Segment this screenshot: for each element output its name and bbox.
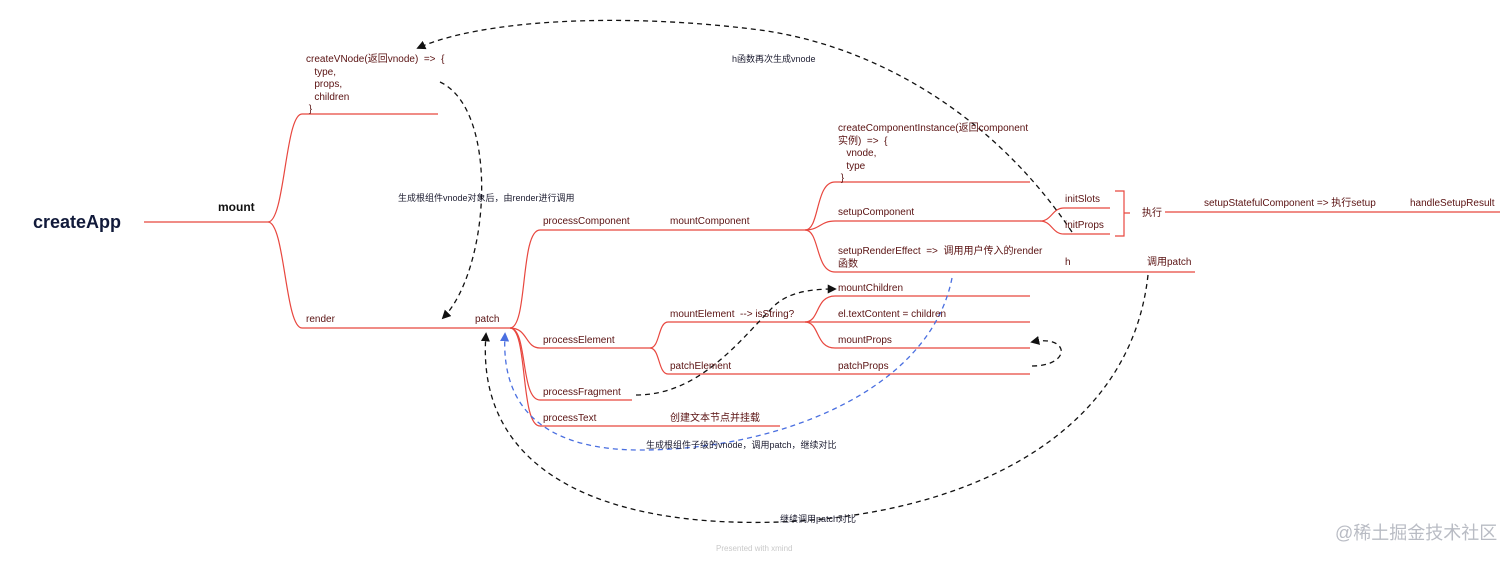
arrow-continue-patch bbox=[480, 274, 1149, 524]
topic-create-text-node[interactable]: 创建文本节点并挂载 bbox=[670, 413, 760, 424]
arrow-vnode-to-render bbox=[439, 81, 483, 320]
branch-lines bbox=[144, 113, 1500, 427]
branch-mount-element bbox=[649, 321, 805, 349]
branch-process-component bbox=[509, 229, 805, 329]
topic-mount-element[interactable]: mountElement --> isString? bbox=[670, 309, 795, 320]
topic-process-text[interactable]: processText bbox=[543, 413, 597, 424]
branch-mount-children bbox=[804, 295, 1030, 323]
branch-patch-element bbox=[649, 347, 1030, 375]
topic-setup-render-effect[interactable]: setupRenderEffect => 调用用户传入的render 函数 bbox=[838, 246, 1043, 270]
annotation-after-root: 生成根组件vnode对象后，由render进行调用 bbox=[398, 193, 575, 203]
topic-h[interactable]: h bbox=[1065, 257, 1071, 268]
bracket bbox=[1115, 190, 1130, 237]
annotation-child-vnode: 生成根组件子级的vnode，调用patch，继续对比 bbox=[646, 440, 837, 450]
dashed-arrows bbox=[416, 19, 1149, 524]
branch-init-props bbox=[1039, 220, 1110, 235]
topic-init-props[interactable]: initProps bbox=[1065, 220, 1104, 231]
annotation-continue-patch: 继续调用patch对比 bbox=[780, 514, 857, 524]
topic-execute[interactable]: 执行 bbox=[1142, 208, 1162, 219]
topic-mount-props[interactable]: mountProps bbox=[838, 335, 892, 346]
topic-mount-component[interactable]: mountComponent bbox=[670, 216, 750, 227]
topic-mount[interactable]: mount bbox=[218, 200, 255, 214]
topic-mount-children[interactable]: mountChildren bbox=[838, 283, 904, 294]
topic-handle-setup-result[interactable]: handleSetupResult bbox=[1410, 198, 1495, 209]
topic-init-slots[interactable]: initSlots bbox=[1065, 194, 1101, 205]
arrow-fragment-to-mountchildren bbox=[635, 284, 837, 396]
branch-mount bbox=[267, 113, 438, 223]
branch-mount-props bbox=[804, 321, 1030, 349]
topic-patch[interactable]: patch bbox=[475, 314, 500, 325]
topic-process-component[interactable]: processComponent bbox=[543, 216, 630, 227]
topic-render[interactable]: render bbox=[306, 314, 335, 325]
branch-create-instance bbox=[804, 181, 1030, 231]
arrow-child-vnode bbox=[500, 277, 953, 451]
topic-patch-props[interactable]: patchProps bbox=[838, 361, 889, 372]
topic-create-component-instance[interactable]: createComponentInstance(返回component 实例) … bbox=[838, 123, 1029, 184]
topic-text-content[interactable]: el.textContent = children bbox=[838, 309, 947, 320]
footer-credit: Presented with xmind bbox=[716, 544, 793, 553]
watermark: @稀土掘金技术社区 bbox=[1335, 523, 1498, 543]
arrow-h-again bbox=[416, 19, 1073, 233]
topic-create-vnode[interactable]: createVNode(返回vnode) => { type, props, c… bbox=[306, 54, 445, 115]
branch-setup-render-effect bbox=[804, 229, 1195, 273]
branch-init-slots bbox=[1039, 207, 1110, 222]
branch-setup-component bbox=[804, 220, 1040, 231]
topic-process-fragment[interactable]: processFragment bbox=[543, 387, 621, 398]
topic-setup-stateful-component[interactable]: setupStatefulComponent => 执行setup bbox=[1204, 198, 1376, 209]
topic-process-element[interactable]: processElement bbox=[543, 335, 615, 346]
annotation-h-again: h函数再次生成vnode bbox=[732, 54, 816, 64]
branch-render bbox=[267, 221, 510, 329]
branch-process-element bbox=[509, 327, 650, 349]
arrow-props-loop bbox=[1030, 336, 1062, 367]
branch-process-text bbox=[509, 327, 780, 427]
topic-call-patch[interactable]: 调用patch bbox=[1147, 257, 1192, 268]
root-topic[interactable]: createApp bbox=[33, 212, 122, 232]
topic-patch-element[interactable]: patchElement bbox=[670, 361, 732, 372]
topic-setup-component[interactable]: setupComponent bbox=[838, 207, 915, 218]
